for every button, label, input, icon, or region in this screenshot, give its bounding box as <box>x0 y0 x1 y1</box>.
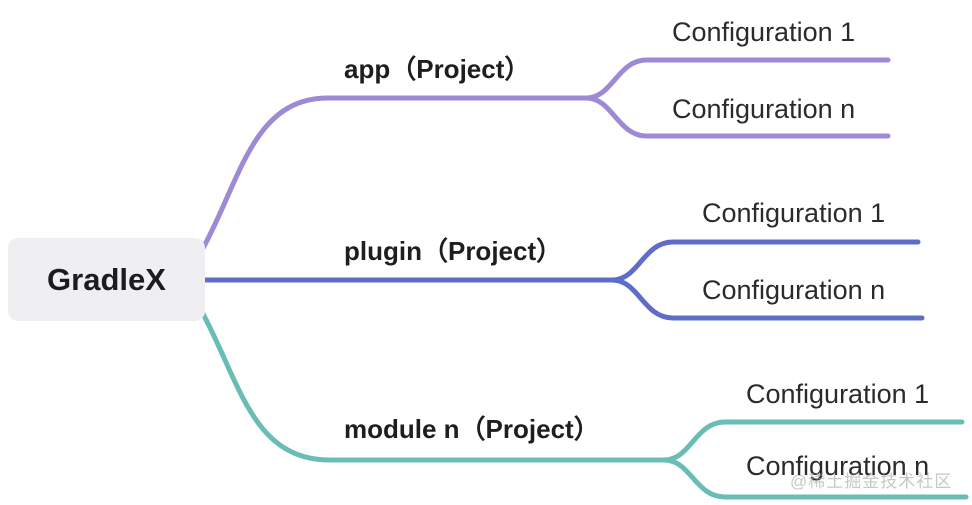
leaf-label-plugin-configuration-1: Configuration 1 <box>702 198 886 228</box>
module-confign-line <box>661 457 969 500</box>
module-config1-line <box>661 419 965 463</box>
branch-label-plugin: plugin（Project） <box>344 236 563 266</box>
leaf-label-module-configuration-n: Configuration n <box>746 451 930 481</box>
leaf-label-app-configuration-n: Configuration n <box>672 94 856 124</box>
root-node-gradlex: GradleX <box>8 238 205 321</box>
plugin-config1-line <box>609 239 921 283</box>
plugin-confign-line <box>609 277 925 321</box>
leaf-label-app-configuration-1: Configuration 1 <box>672 17 856 47</box>
app-confign-line <box>583 95 891 139</box>
leaf-label-plugin-configuration-n: Configuration n <box>702 275 886 305</box>
branch-label-module: module n（Project） <box>344 414 600 444</box>
branch-label-app: app（Project） <box>344 54 531 84</box>
watermark-text: @稀土掘金技术社区 <box>790 472 953 491</box>
app-config1-line <box>583 57 891 101</box>
module-branch-line <box>199 309 667 463</box>
leaf-label-module-configuration-1: Configuration 1 <box>746 379 930 409</box>
app-branch-line <box>199 95 589 253</box>
